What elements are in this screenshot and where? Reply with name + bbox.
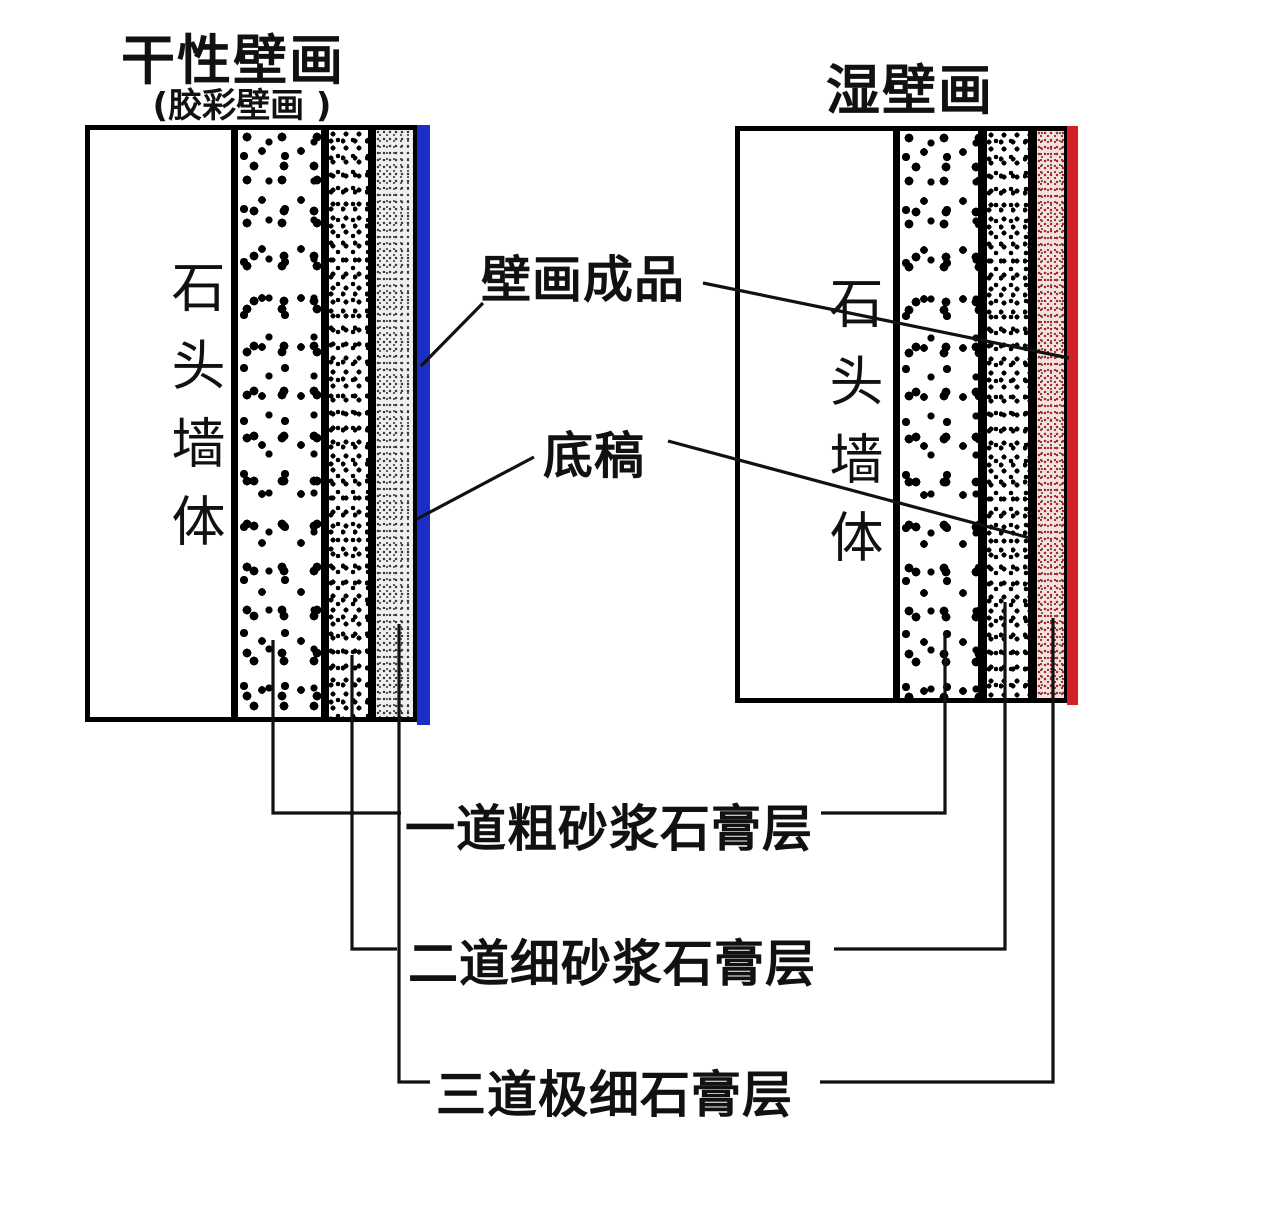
finished-mural-label: 壁画成品 bbox=[481, 251, 685, 309]
stone-wall-label-left: 石头墙体 bbox=[162, 259, 225, 571]
wet-fresco-title: 湿壁画 bbox=[826, 59, 994, 122]
stone-wall-label-right: 石头墙体 bbox=[820, 275, 883, 587]
dry-mural-title: 干性壁画 bbox=[121, 29, 345, 92]
coarse-plaster-layer-right bbox=[900, 131, 978, 698]
coarse-plaster-layer-left bbox=[238, 130, 321, 717]
finished-mural-leader-left bbox=[419, 301, 485, 368]
layer-divider bbox=[978, 131, 987, 698]
fine-plaster-layer-left bbox=[329, 130, 368, 717]
coarse-layer-label: 一道粗砂浆石膏层 bbox=[405, 800, 813, 858]
layer-divider bbox=[893, 131, 900, 698]
fine-layer-label: 二道细砂浆石膏层 bbox=[408, 935, 816, 993]
dry-mural-wall-box bbox=[85, 125, 417, 722]
fine-plaster-layer-right bbox=[987, 131, 1028, 698]
extra-fine-plaster-layer-right bbox=[1037, 131, 1064, 698]
dry-mural-subtitle: (胶彩壁画 ) bbox=[152, 86, 332, 126]
sketch-label: 底稿 bbox=[543, 427, 645, 485]
layer-divider bbox=[1028, 131, 1037, 698]
sketch-leader-left bbox=[416, 455, 535, 521]
wet-fresco-paint-stripe bbox=[1067, 126, 1078, 705]
extra-fine-layer-label: 三道极细石膏层 bbox=[436, 1066, 793, 1124]
extra-fine-plaster-layer-left bbox=[376, 130, 413, 717]
layer-divider bbox=[321, 130, 329, 717]
stone-wall-area-left bbox=[90, 130, 231, 717]
layer-divider bbox=[368, 130, 376, 717]
dry-mural-paint-stripe bbox=[417, 125, 430, 725]
layer-divider bbox=[231, 130, 238, 717]
